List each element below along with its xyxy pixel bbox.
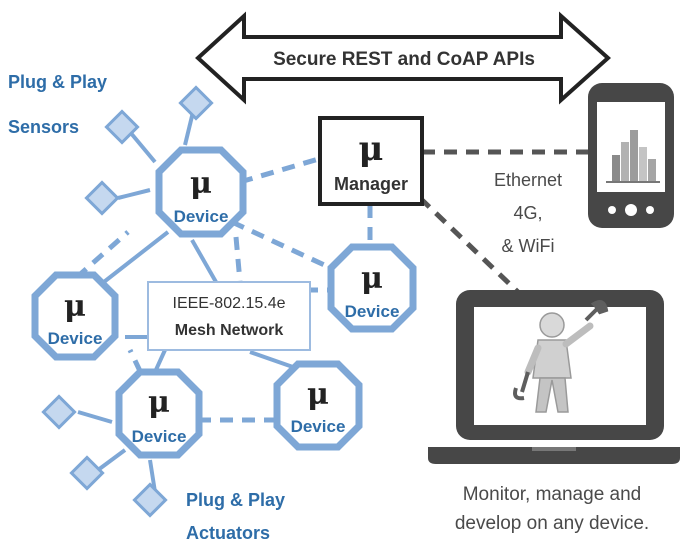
manager-node: μ Manager [318,116,424,206]
actuators-label-line1: Plug & Play [186,490,285,510]
connectivity-line3: & WiFi [502,236,555,256]
mesh-line2: Mesh Network [175,322,284,339]
manager-label: Manager [334,174,408,194]
connectivity-label: Ethernet 4G, & WiFi [494,170,562,256]
caption-line2: develop on any device. [455,513,649,534]
device-3-mu: μ [361,261,383,296]
manager-uplinks [418,149,588,294]
sensor-node [84,180,120,216]
actuator-node [69,455,105,491]
device-3-label: Device [345,302,400,321]
device-4-mu: μ [148,385,170,420]
smartphone-bar-chart-icon [588,83,674,228]
connectivity-line1: Ethernet [494,170,562,190]
actuator-nodes [41,394,168,518]
device-node-5: μ Device [273,360,363,451]
mesh-network-box: IEEE-802.15.4e Mesh Network [147,281,311,351]
sensors-label-line2: Sensors [8,117,79,137]
device-node-4: μ Device [115,368,203,459]
sensors-label-line1: Plug & Play [8,72,107,92]
device-node-1: μ Device [155,146,247,238]
actuator-node [132,482,168,518]
api-double-arrow: Secure REST and CoAP APIs [195,11,612,105]
manager-mu: μ [359,129,384,169]
device-2-label: Device [48,329,103,348]
device-node-2: μ Device [31,271,119,361]
sensor-node [178,85,214,121]
device-node-3: μ Device [327,243,417,333]
actuators-label-line2: Actuators [186,523,270,543]
caption-line1: Monitor, manage and [463,484,642,505]
sensor-node [104,109,140,145]
connectivity-line2: 4G, [513,203,542,223]
actuator-node [41,394,77,430]
caption: Monitor, manage and develop on any devic… [455,484,649,534]
device-5-mu: μ [307,377,329,412]
device-5-label: Device [291,417,346,436]
wrench-figure [513,300,609,413]
sensor-nodes [84,85,214,216]
mesh-line1: IEEE-802.15.4e [173,295,286,312]
device-4-label: Device [132,427,187,446]
api-banner-label: Secure REST and CoAP APIs [273,49,535,70]
device-1-label: Device [174,207,229,226]
laptop-wrench-figure-icon [428,290,680,464]
device-2-mu: μ [64,289,86,324]
device-1-mu: μ [190,166,212,201]
